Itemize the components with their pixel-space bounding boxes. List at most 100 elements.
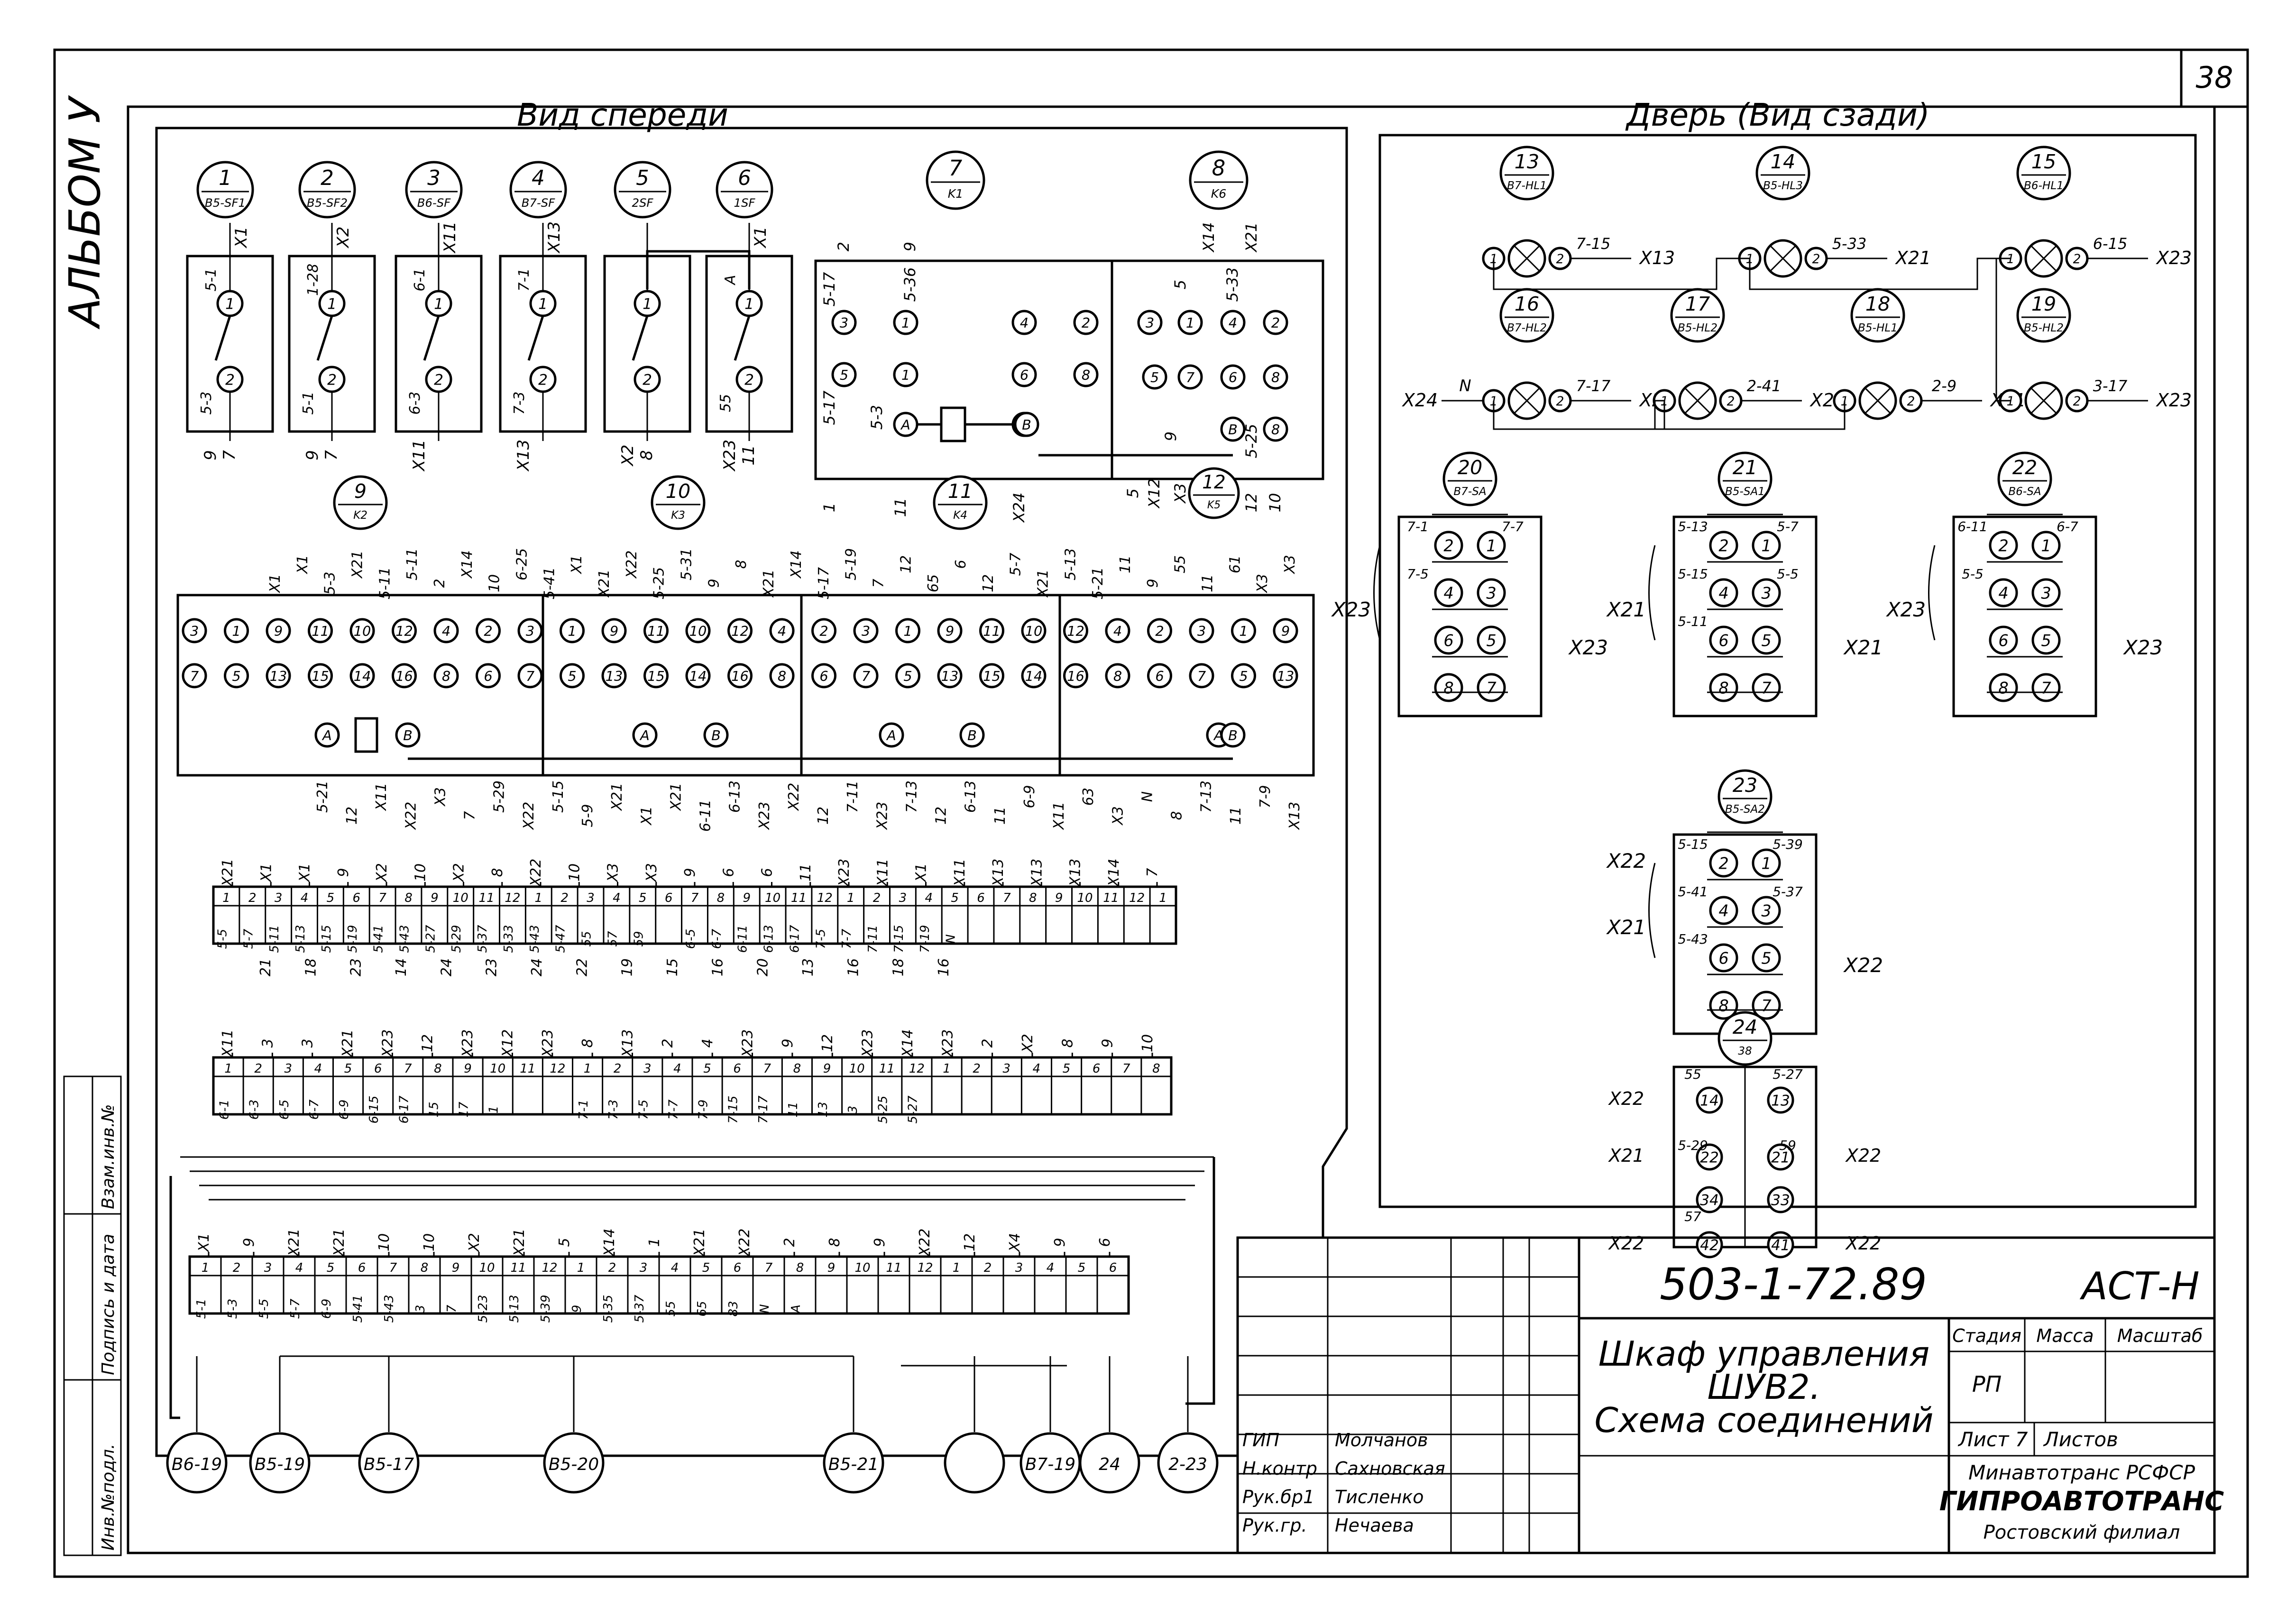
- terminal-circle: [1177, 310, 1203, 335]
- strip-index: 4: [671, 1261, 679, 1275]
- badge-ref: В7-SA: [1453, 486, 1486, 498]
- terminal-circle: [1434, 578, 1463, 607]
- strip-index: 5: [703, 1062, 711, 1076]
- strip-index: 2: [233, 1261, 241, 1275]
- switch-left-label: X21: [1606, 598, 1646, 621]
- terminal-circle: [1752, 848, 1781, 878]
- terminal-circle: [1709, 991, 1738, 1020]
- lamp-terminal-label: X21: [1895, 248, 1931, 268]
- device-badge: 9K2: [333, 475, 388, 530]
- terminal-circle: [266, 663, 291, 689]
- strip-top-label: 9: [335, 868, 352, 877]
- terminal-circle: [1220, 364, 1246, 390]
- strip-cell-value: 7: [445, 1304, 459, 1313]
- terminal-circle: [433, 618, 459, 643]
- badge-ref: В5-SF1: [205, 196, 246, 210]
- strip-index: 5: [702, 1261, 710, 1275]
- strip-cell-value: 5-13: [507, 1295, 522, 1322]
- strip-index: 11: [1103, 891, 1119, 905]
- relay-bottom-wire-label: X23: [874, 802, 891, 831]
- relay-top-wire-label: 61: [1227, 555, 1243, 573]
- strip-index: 2: [254, 1062, 262, 1076]
- terminal-number: 5: [840, 367, 848, 383]
- strip-bottom-label: 16: [709, 958, 726, 976]
- terminal-number: 1: [2041, 537, 2051, 555]
- strip-top-label: X2: [374, 863, 390, 883]
- badge-ref: В6-HL1: [2024, 180, 2064, 192]
- relay-bottom-wire-label: X3: [432, 787, 449, 807]
- switch-left2-label: X22: [1606, 849, 1646, 872]
- badge-ref: В5-HL2: [1678, 322, 1717, 334]
- terminal-circle: [1273, 618, 1298, 643]
- badge-ref: 1SF: [734, 196, 756, 210]
- badge-number: 6: [738, 166, 751, 190]
- terminal-circle: [1477, 578, 1506, 607]
- relay-bottom-wire-label: 6-11: [698, 799, 714, 832]
- breaker-link: [646, 250, 751, 289]
- strip-top-label: X1: [258, 863, 275, 883]
- strip-cell-value: 6-17: [397, 1095, 411, 1123]
- cable-circle: [944, 1432, 1005, 1494]
- switch-label: X21: [1608, 1145, 1644, 1166]
- badge-circle: [1189, 150, 1249, 210]
- terminal-circle: [1263, 364, 1288, 390]
- breaker-top-label: X11: [441, 221, 459, 254]
- strip-index: 9: [431, 891, 439, 905]
- strip-top-label: 10: [421, 1233, 438, 1251]
- strip-index: 1: [847, 891, 855, 905]
- terminal-number: 7: [2041, 679, 2051, 698]
- strip-top-label: X23: [740, 1029, 756, 1058]
- switch-label: X22: [1845, 1145, 1881, 1166]
- strip-cell-value: 5-19: [346, 925, 360, 953]
- terminal-circle: [895, 618, 920, 643]
- strip-top-label: X23: [836, 859, 853, 888]
- breaker-contact: [632, 315, 649, 361]
- strip-cell-value: 5-43: [382, 1295, 396, 1322]
- terminal-number: 6: [1718, 632, 1728, 650]
- relay-top-wire-label: 11: [1117, 555, 1134, 573]
- strip-index: 12: [550, 1062, 565, 1076]
- terminal-circle: [1220, 722, 1246, 748]
- switch-wire-label: 5-15: [1678, 566, 1708, 582]
- relay-top-wire-label: 9: [706, 579, 722, 588]
- badge-ref: 2SF: [632, 196, 654, 210]
- terminal-number: 5: [1761, 949, 1771, 968]
- breaker-contact: [734, 315, 751, 361]
- strip-top-label: 8: [1059, 1038, 1076, 1047]
- document-suffix: АСТ-Н: [2079, 1264, 2199, 1308]
- terminal-circle: [1709, 673, 1738, 702]
- strip-top-label: X4: [1007, 1233, 1023, 1253]
- strip-cell-value: 5-39: [539, 1295, 553, 1322]
- terminal-circle: [937, 663, 963, 689]
- terminal-circle: [1752, 578, 1781, 607]
- strip-index: 7: [763, 1062, 771, 1076]
- cable-label: В5-17: [364, 1455, 414, 1474]
- breaker-out-label: 11: [739, 445, 758, 465]
- k2-coil: [354, 717, 378, 753]
- terminal-circle: [1434, 625, 1463, 655]
- breaker-low-label: 5-1: [300, 392, 317, 415]
- terminal-circle: [1752, 673, 1781, 702]
- k1-coil: [940, 406, 966, 442]
- badge-circle: [1717, 769, 1773, 824]
- badge-circle: [1499, 146, 1554, 201]
- strip-top-label: X21: [340, 1029, 356, 1058]
- terminal-strips: 15-525-735-1145-1355-1565-1975-4185-4395…: [188, 859, 1177, 1323]
- badge-number: 20: [1458, 456, 1483, 479]
- terminal-number: 2: [1556, 394, 1564, 409]
- relay-bottom-wire-label: X3: [1110, 806, 1126, 826]
- relay-bottom-wire-label: X1: [638, 806, 655, 826]
- relay-top-wire-label: X21: [1035, 569, 1051, 598]
- k6-wire-label: X12: [1145, 478, 1163, 509]
- lamp-cross: [1864, 387, 1892, 414]
- k6-wire-label: 5-33: [1223, 267, 1241, 302]
- badge-ref: K2: [353, 509, 367, 522]
